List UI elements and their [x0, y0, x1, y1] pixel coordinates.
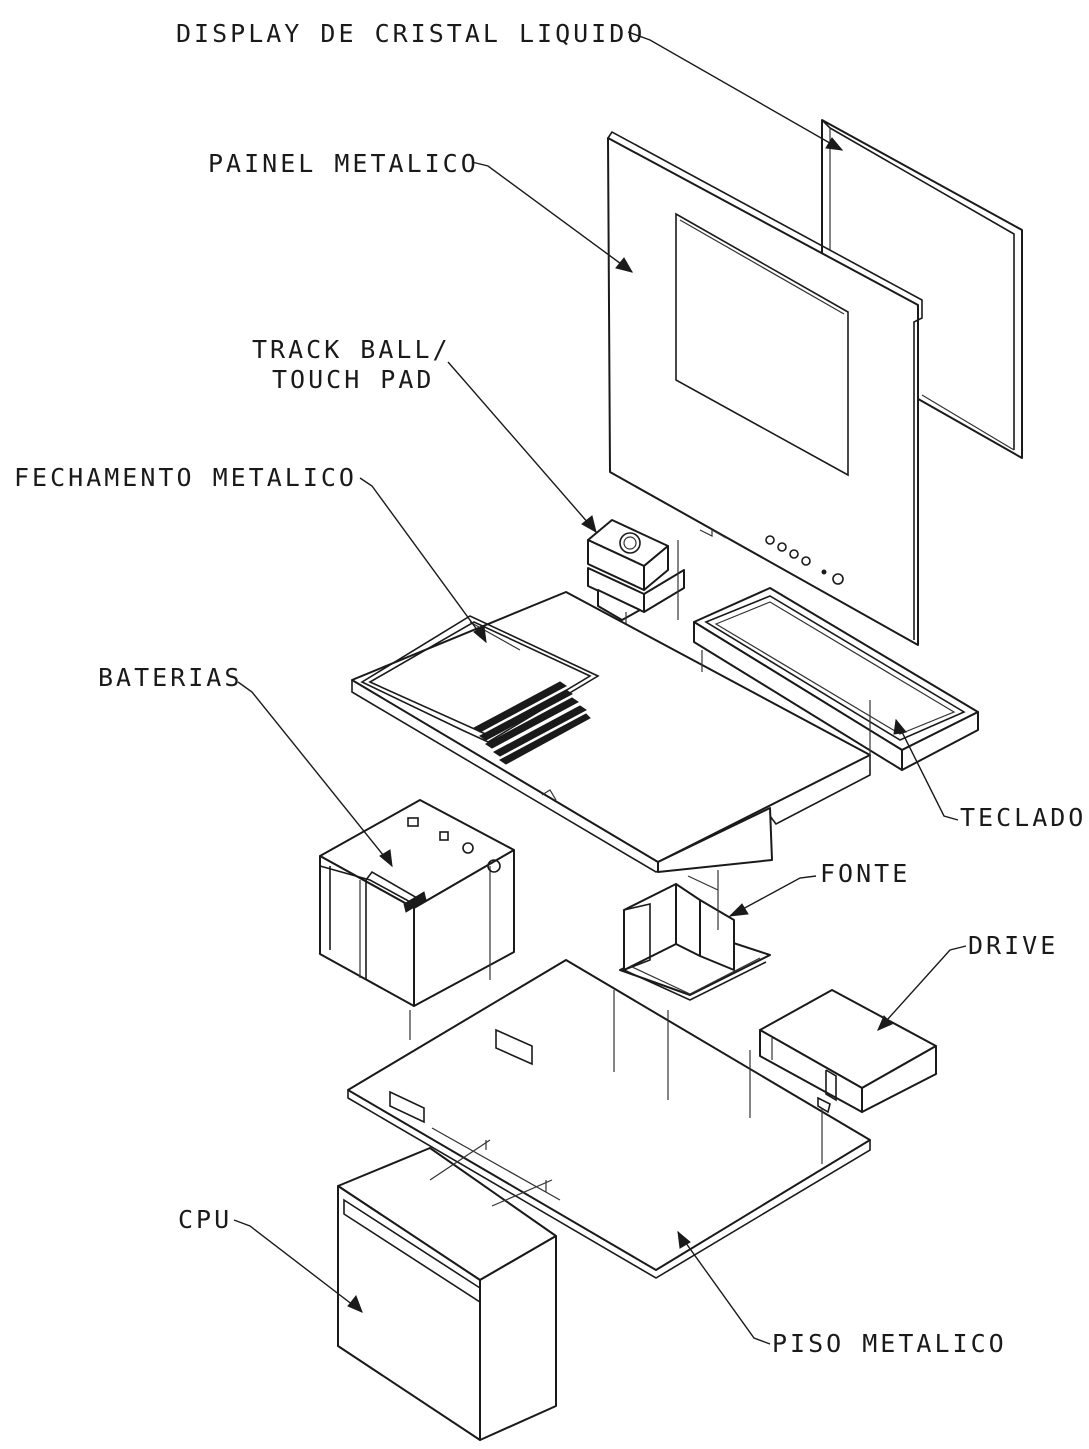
label-piso: PISO METALICO [772, 1329, 1007, 1358]
floor-standoffs [485, 990, 823, 1192]
label-trackball-line2: TOUCH PAD [272, 365, 434, 394]
battery-terminals [407, 817, 501, 873]
power-supply-part [619, 870, 771, 1001]
trackball-part [587, 519, 685, 640]
metal-cover-part [351, 591, 871, 873]
label-drive: DRIVE [968, 931, 1058, 960]
label-teclado: TECLADO [960, 803, 1086, 832]
leader-lines [233, 31, 967, 1345]
label-fonte: FONTE [820, 859, 910, 888]
label-cpu: CPU [178, 1205, 232, 1234]
metal-floor-part [347, 959, 871, 1279]
label-display: DISPLAY DE CRISTAL LIQUIDO [176, 19, 645, 48]
part-labels: DISPLAY DE CRISTAL LIQUIDO PAINEL METALI… [14, 19, 1086, 1358]
label-fechamento: FECHAMENTO METALICO [14, 463, 357, 492]
metal-panel-part [607, 130, 923, 646]
cpu-part [337, 1139, 557, 1441]
batteries-part [319, 799, 515, 1040]
label-trackball-line1: TRACK BALL/ [252, 335, 451, 364]
label-baterias: BATERIAS [98, 663, 242, 692]
label-painel: PAINEL METALICO [208, 149, 479, 178]
keyboard-part [693, 587, 979, 771]
panel-buttons [765, 535, 844, 585]
drive-part [759, 989, 937, 1114]
cover-vent-slots [473, 681, 591, 765]
